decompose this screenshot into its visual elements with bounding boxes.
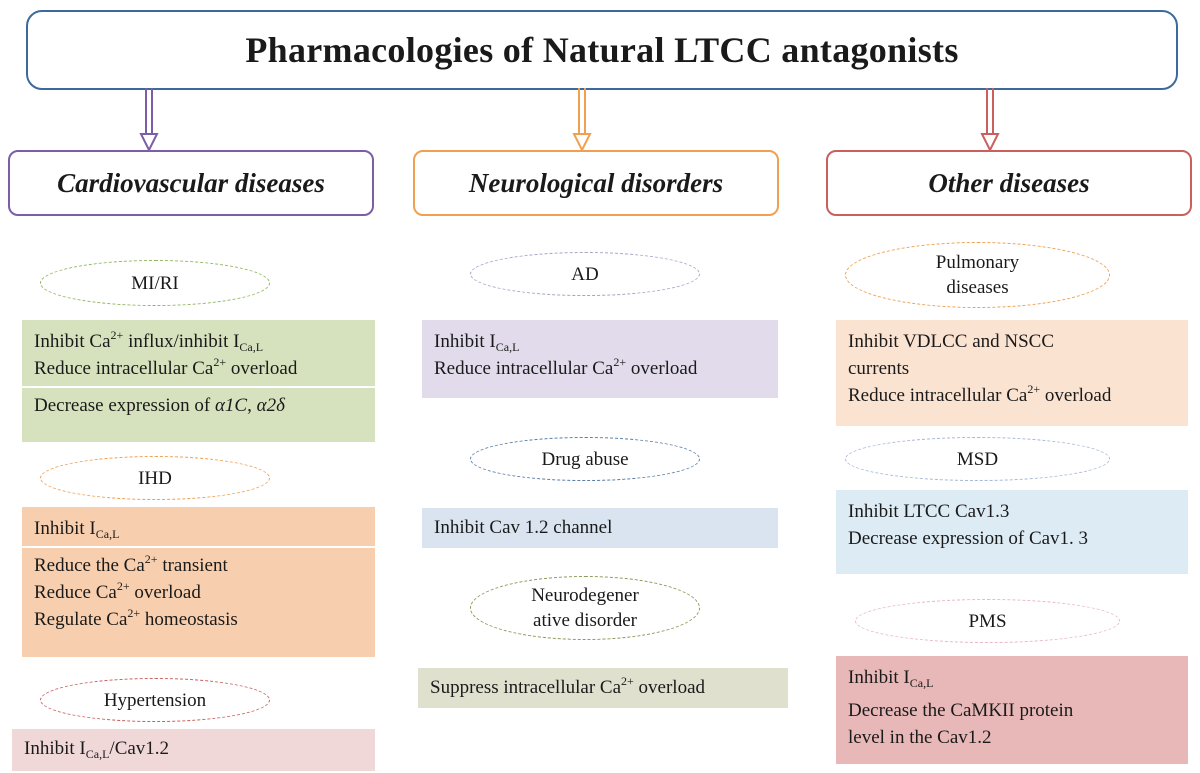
oval-mi-ri: MI/RI [40,260,270,306]
oval-hypertension: Hypertension [40,678,270,722]
pulmonary-line-1: Inhibit VDLCC and NSCC [848,331,1055,352]
box-mi-ri-effects: Inhibit Ca2+ influx/inhibit ICa,L Reduce… [22,320,375,442]
mi-ri-line-2: Reduce intracellular Ca2+ overload [34,355,298,379]
box-drug-abuse-effects: Inhibit Cav 1.2 channel [422,508,778,548]
msd-line-2: Decrease expression of Cav1. 3 [848,528,1089,549]
arrow-to-neuro [572,88,592,152]
mi-ri-line-1: Inhibit Ca2+ influx/inhibit ICa,L [34,328,264,354]
oval-mi-ri-label: MI/RI [131,272,179,294]
oval-pms: PMS [855,599,1120,643]
hypertension-line-1: Inhibit ICa,L/Cav1.2 [24,738,170,761]
box-pms-effects: Inhibit ICa,L Decrease the CaMKII protei… [836,656,1188,764]
oval-hypertension-label: Hypertension [103,689,207,711]
ihd-line-4: Regulate Ca2+ homeostasis [34,606,238,630]
pms-line-2: Decrease the CaMKII protein [848,700,1074,721]
arrow-to-cardio [139,88,159,152]
box-hypertension-effects: Inhibit ICa,L/Cav1.2 [12,729,375,771]
box-pulmonary-effects: Inhibit VDLCC and NSCC currents Reduce i… [836,320,1188,426]
separator [22,386,375,388]
ad-line-2: Reduce intracellular Ca2+ overload [434,355,698,379]
oval-pms-label: PMS [968,610,1007,632]
msd-line-1: Inhibit LTCC Cav1.3 [848,501,1010,522]
oval-msd: MSD [845,437,1110,481]
oval-ad: AD [470,252,700,296]
box-msd-effects: Inhibit LTCC Cav1.3 Decrease expression … [836,490,1188,574]
category-other: Other diseases [826,150,1192,216]
drug-abuse-line-1: Inhibit Cav 1.2 channel [434,517,613,538]
separator [22,546,375,548]
pulmonary-line-2: currents [848,358,910,379]
oval-msd-label: MSD [956,448,999,470]
box-neurodegenerative-effects: Suppress intracellular Ca2+ overload [418,668,788,708]
box-ad-effects: Inhibit ICa,L Reduce intracellular Ca2+ … [422,320,778,398]
oval-drug-abuse: Drug abuse [470,437,700,481]
ihd-line-3: Reduce Ca2+ overload [34,579,201,603]
category-cardiovascular: Cardiovascular diseases [8,150,374,216]
mi-ri-line-3: Decrease expression of α1C, α2δ [34,395,285,416]
diagram-title: Pharmacologies of Natural LTCC antagonis… [26,10,1178,90]
pms-line-3: level in the Cav1.2 [848,727,992,748]
ad-line-1: Inhibit ICa,L [434,331,520,354]
ihd-line-1: Inhibit ICa,L [34,518,120,541]
neurodegenerative-line-1: Suppress intracellular Ca2+ overload [430,674,706,698]
arrow-to-other [980,88,1000,152]
box-ihd-effects: Inhibit ICa,L Reduce the Ca2+ transient … [22,507,375,657]
oval-ihd: IHD [40,456,270,500]
pulmonary-line-3: Reduce intracellular Ca2+ overload [848,382,1112,406]
oval-drug-abuse-label: Drug abuse [541,448,629,470]
category-neurological: Neurological disorders [413,150,779,216]
ihd-line-2: Reduce the Ca2+ transient [34,552,228,576]
pms-line-1: Inhibit ICa,L [848,667,934,690]
oval-ad-label: AD [571,263,599,285]
oval-ihd-label: IHD [138,467,172,489]
